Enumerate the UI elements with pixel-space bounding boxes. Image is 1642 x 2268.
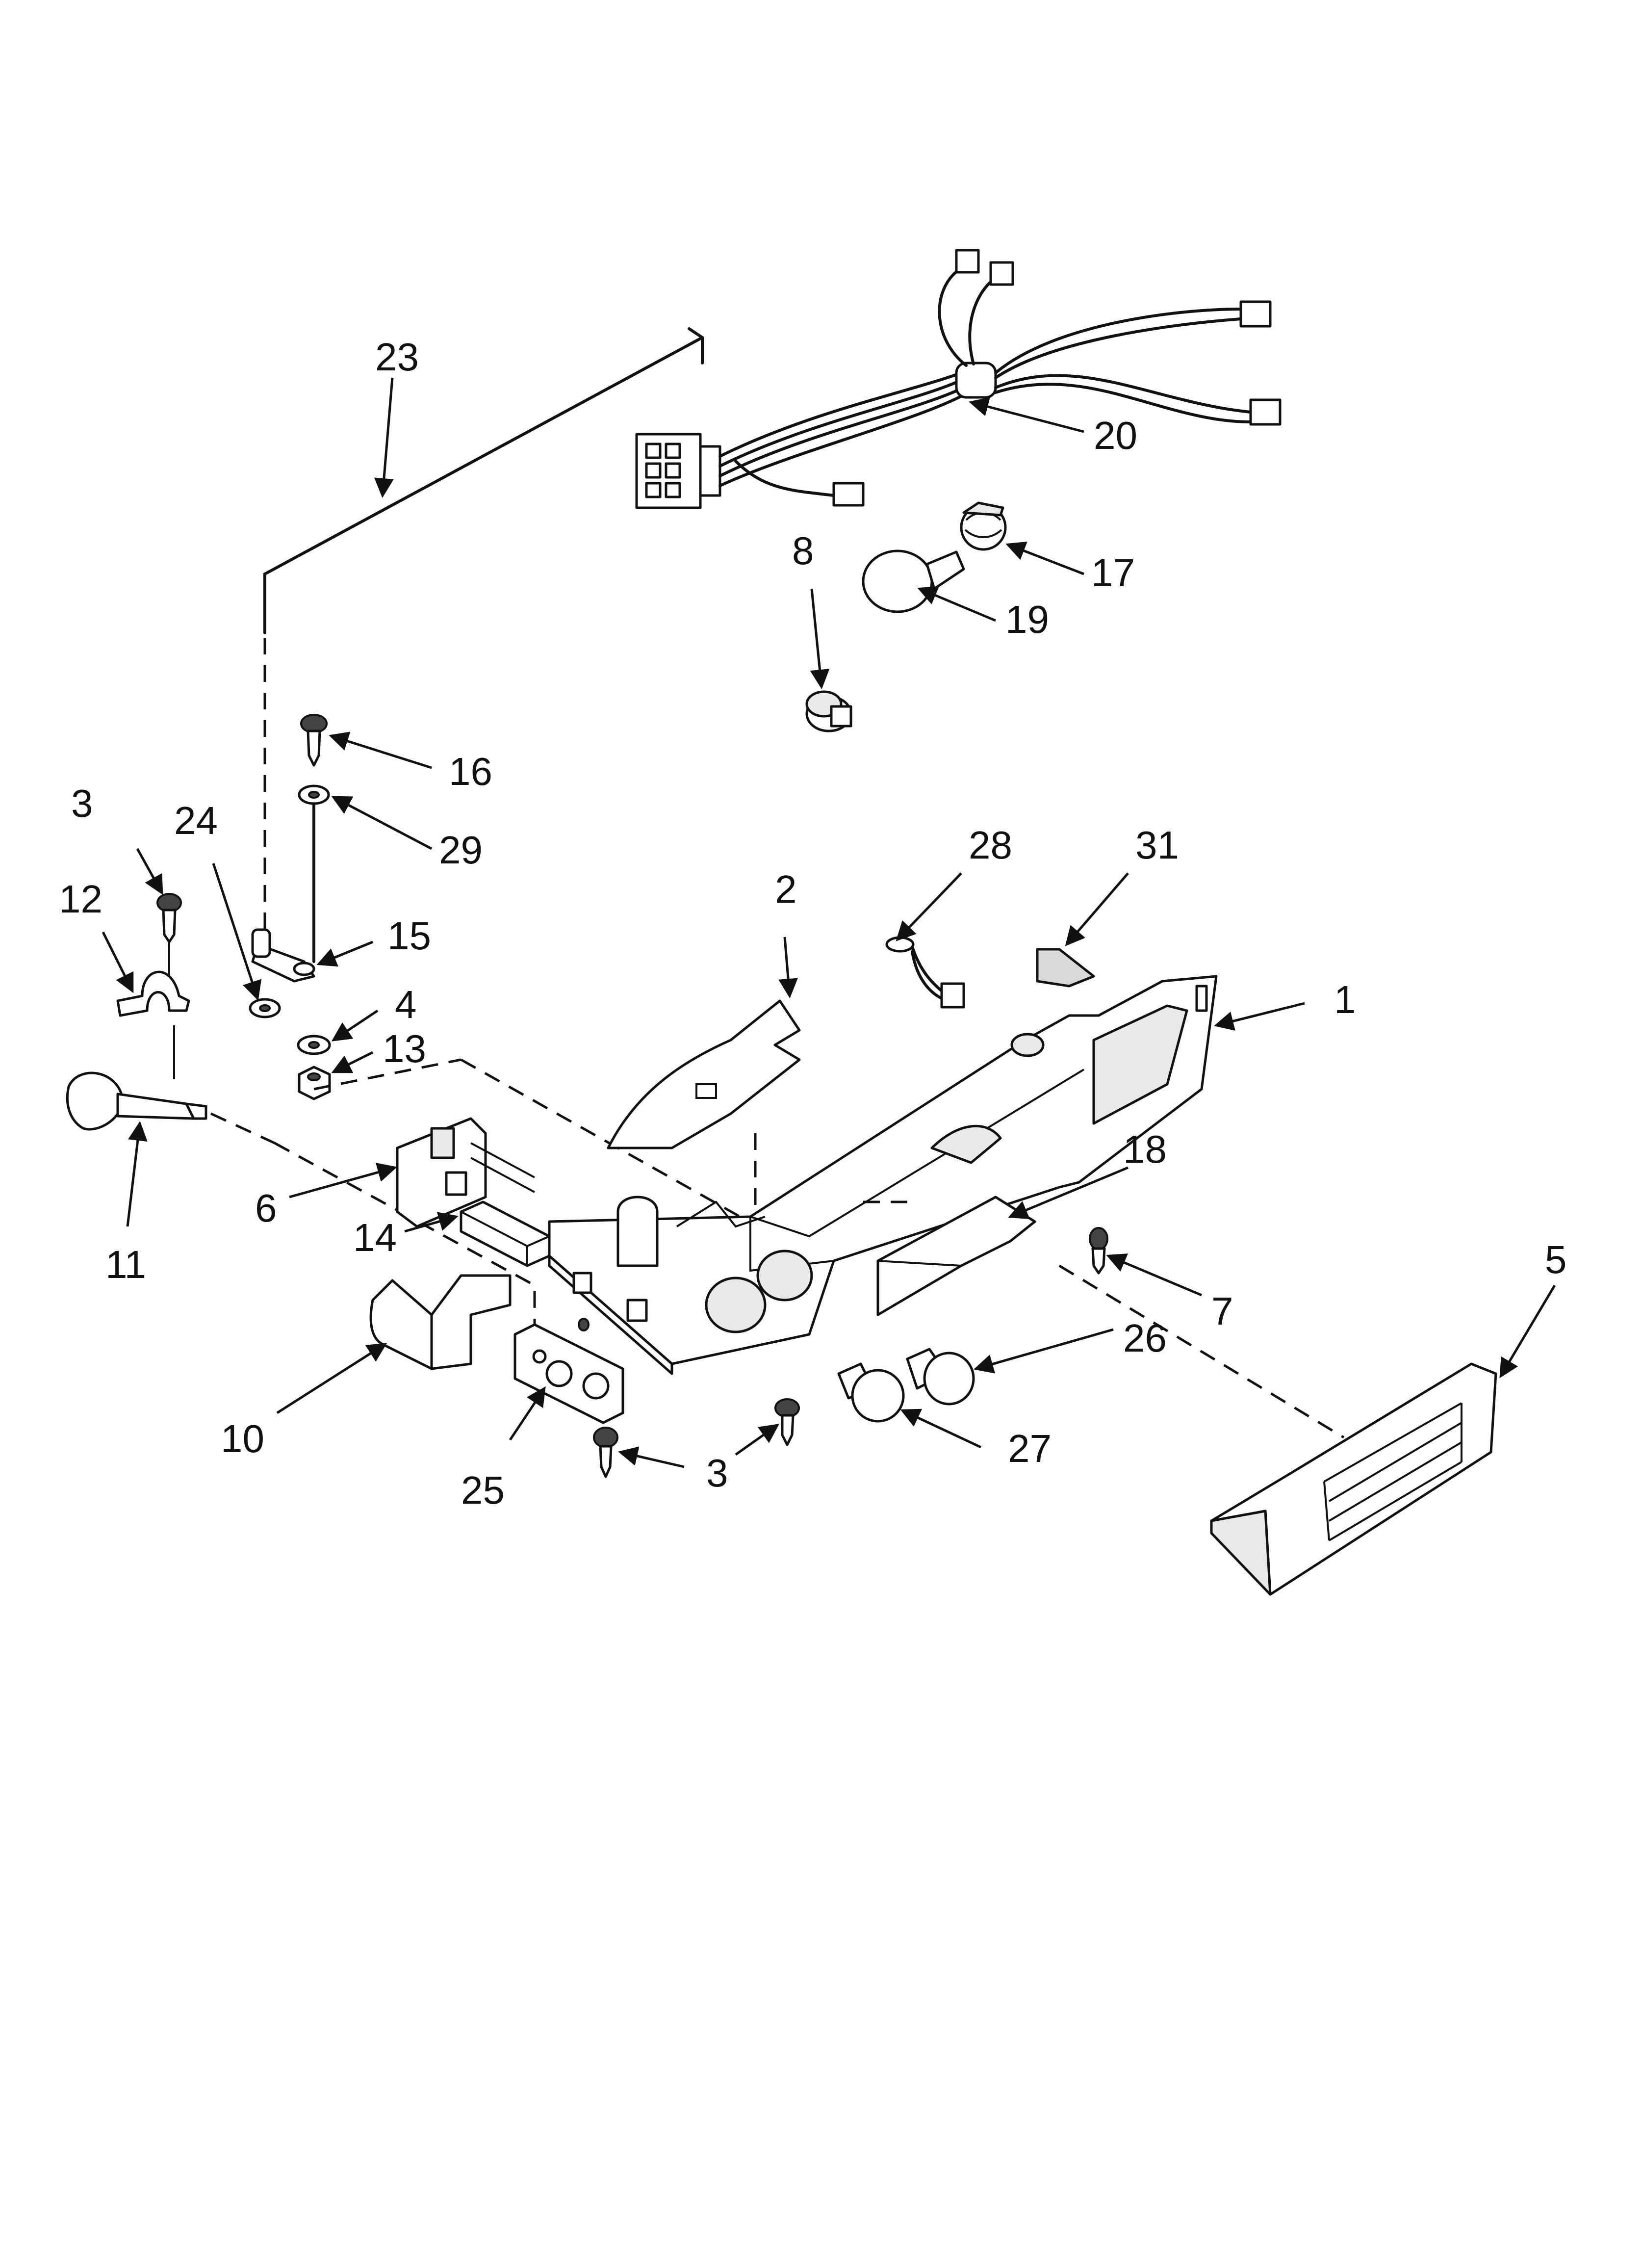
callout-12: 12 xyxy=(59,877,103,921)
callout-3-upper: 3 xyxy=(71,782,93,825)
callout-10: 10 xyxy=(221,1417,264,1460)
part-3-screw-lower-a xyxy=(774,1398,800,1446)
part-11-shaft xyxy=(66,1071,207,1131)
part-6-switch-assembly xyxy=(396,1117,535,1228)
callout-5: 5 xyxy=(1545,1238,1567,1281)
callout-11: 11 xyxy=(105,1243,146,1286)
part-19-light-bulb xyxy=(862,549,965,613)
callout-23: 23 xyxy=(375,335,419,379)
part-31-pad xyxy=(1036,948,1095,988)
callout-8: 8 xyxy=(792,529,814,573)
callout-7: 7 xyxy=(1211,1289,1233,1333)
callout-31: 31 xyxy=(1135,823,1179,867)
part-28-thermistor xyxy=(885,936,965,1009)
callout-26: 26 xyxy=(1123,1316,1167,1360)
callout-18: 18 xyxy=(1123,1127,1167,1171)
part-27-knob xyxy=(837,1362,905,1423)
leader-lines xyxy=(102,377,1556,1468)
part-25-overlay xyxy=(513,1323,624,1424)
part-1-dispenser-housing xyxy=(548,975,1218,1375)
callout-25: 25 xyxy=(461,1468,505,1512)
part-5-grille xyxy=(1210,1362,1497,1596)
callout-14: 14 xyxy=(353,1216,397,1259)
part-7-screw xyxy=(1089,1227,1108,1275)
callout-15: 15 xyxy=(387,914,431,958)
callout-16: 16 xyxy=(449,750,492,793)
callout-19: 19 xyxy=(1005,598,1049,641)
part-23-rod xyxy=(263,327,704,634)
part-14-foam-strip xyxy=(460,1200,551,1267)
part-4-washer xyxy=(297,1035,331,1055)
part-12-clamp xyxy=(116,970,190,1017)
callout-13: 13 xyxy=(383,1027,426,1070)
part-17-lamp-socket xyxy=(960,501,1007,551)
callout-17: 17 xyxy=(1091,551,1135,595)
part-10-bracket xyxy=(369,1274,512,1370)
callout-28: 28 xyxy=(969,823,1012,867)
part-26-knob xyxy=(906,1348,975,1406)
part-18-baffle xyxy=(876,1196,1036,1316)
callout-4: 4 xyxy=(395,983,417,1026)
part-20-wire-harness xyxy=(635,249,1282,509)
part-13-nut xyxy=(298,1066,331,1100)
callout-24: 24 xyxy=(174,799,218,842)
part-15-lever xyxy=(251,928,315,983)
part-29-washer xyxy=(298,784,330,805)
callout-20: 20 xyxy=(1094,414,1137,457)
part-8-plug xyxy=(805,690,852,732)
callout-29: 29 xyxy=(439,828,483,872)
part-3-screw-lower-b xyxy=(593,1427,618,1478)
callout-3-lower: 3 xyxy=(706,1451,728,1495)
callout-2: 2 xyxy=(775,867,797,911)
part-16-screw xyxy=(300,714,328,767)
callout-labels: 23 20 8 17 19 16 29 3 24 12 15 4 13 11 6… xyxy=(59,335,1567,1512)
part-24-washer xyxy=(249,998,281,1018)
part-3-screw-upper xyxy=(156,893,182,943)
callout-1: 1 xyxy=(1334,978,1356,1021)
callout-27: 27 xyxy=(1008,1427,1052,1470)
part-2-insulation xyxy=(607,999,801,1149)
callout-6: 6 xyxy=(255,1186,277,1230)
